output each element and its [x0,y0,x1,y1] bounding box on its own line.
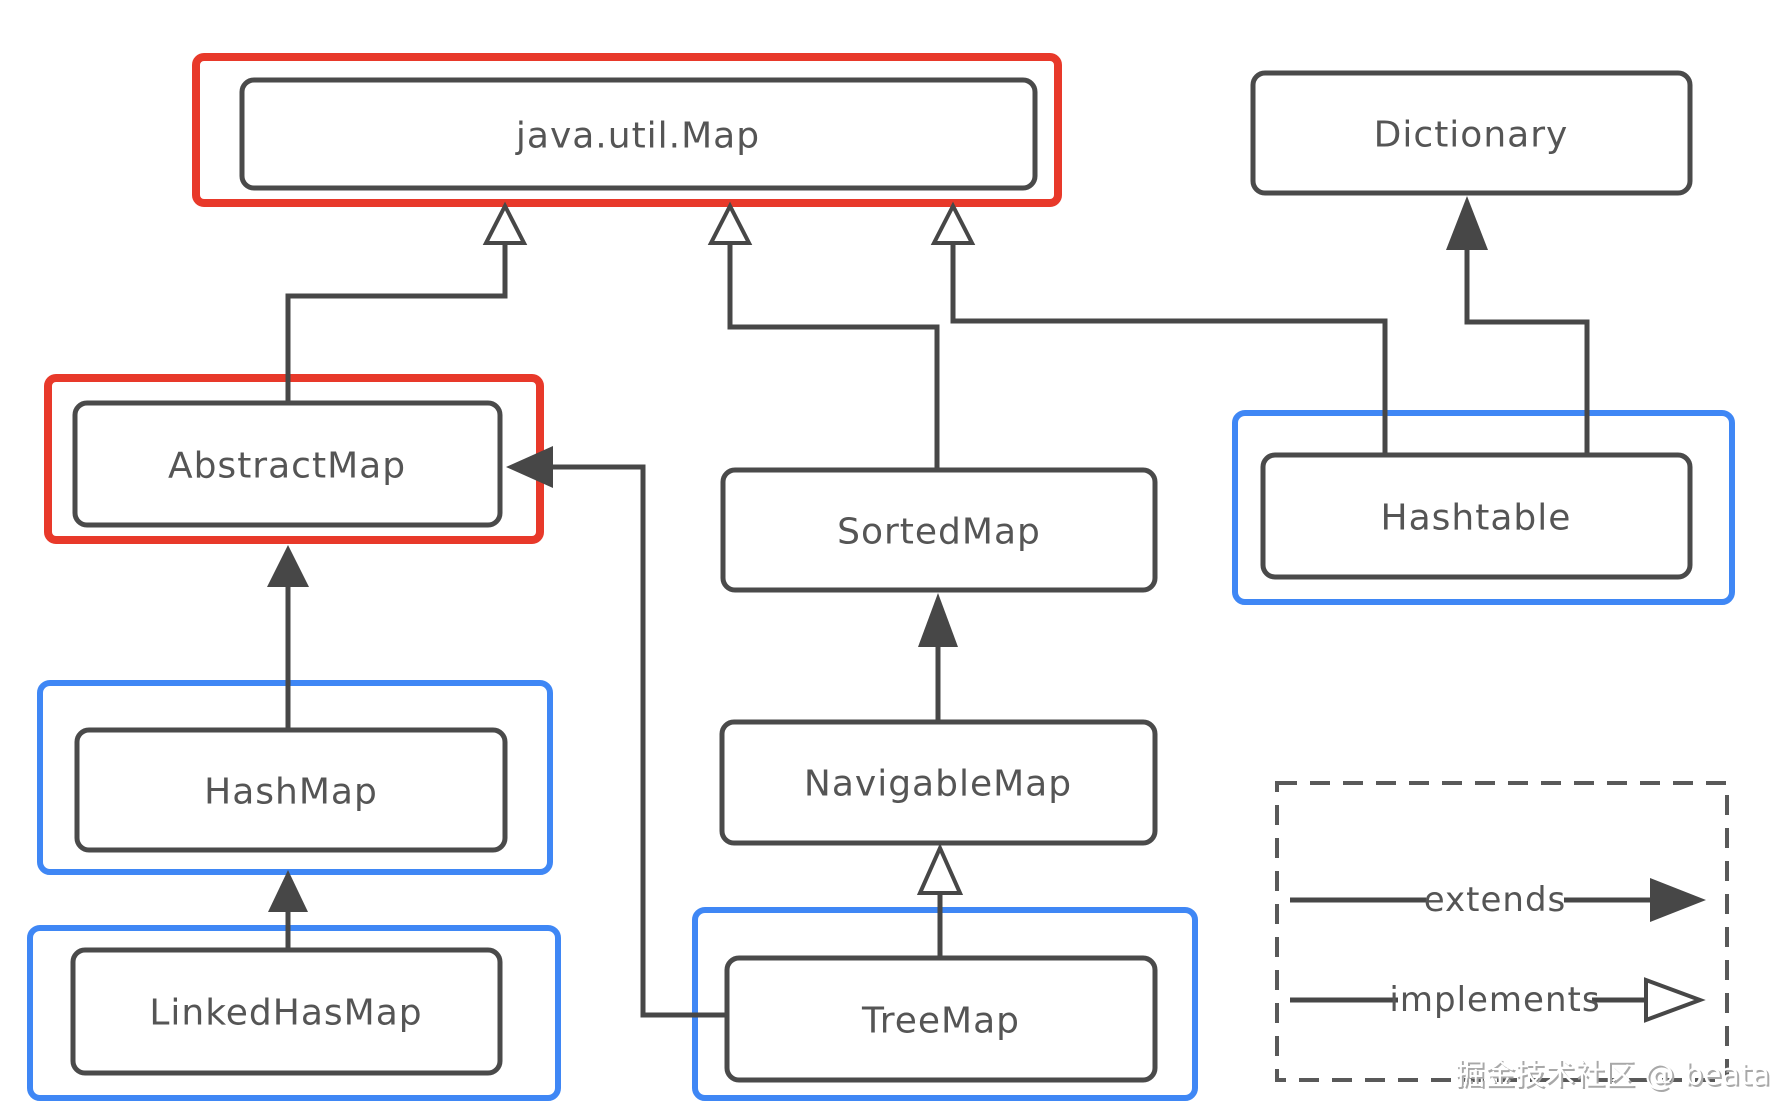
node-label-hashtable: Hashtable [1381,498,1572,539]
legend-extends-label: extends [1424,880,1567,920]
node-box-treemap [724,955,1158,1083]
solid-arrowhead-icon [1650,878,1706,922]
node-label-linkedhasmap: LinkedHasMap [149,993,422,1034]
node-label-abstractmap: AbstractMap [168,446,406,487]
legend-implements-label: implements [1389,980,1600,1020]
legend-border [1275,781,1729,1082]
solid-arrowhead-icon [267,545,309,587]
watermark: 掘金技术社区 @ beata [1455,1058,1770,1093]
node-box-hashmap [74,727,508,853]
hollow-arrowhead-icon [707,201,753,245]
edge-treemap-extends-abstractmap [551,464,727,1018]
node-label-java-util-map: java.util.Map [515,116,760,157]
edge-hashtable-implements-map [950,241,1388,456]
solid-arrowhead-icon [1446,196,1488,250]
hollow-arrowhead-icon [482,201,528,245]
watermark-shadow: 掘金技术社区 @ beata [1457,1060,1772,1095]
edge-sortedmap-implements-map [727,241,940,471]
solid-arrowhead-icon [918,593,958,647]
hollow-arrowhead-icon [916,843,964,895]
node-box-sortedmap [720,467,1158,593]
edge-hashtable-extends-dictionary [1464,248,1590,456]
node-label-sortedmap: SortedMap [837,512,1041,553]
node-label-navigablemap: NavigableMap [804,764,1072,805]
legend: extends implements [1275,781,1729,1082]
node-box-java-util-map [239,77,1038,191]
node-box-hashtable [1260,452,1693,580]
node-box-linkedhasmap [70,947,503,1076]
solid-arrowhead-icon [268,870,308,912]
edge-abstractmap-implements-map [285,241,508,404]
node-box-abstractmap [72,400,503,528]
node-label-hashmap: HashMap [204,772,378,813]
node-label-dictionary: Dictionary [1374,115,1569,156]
node-box-dictionary [1250,70,1693,196]
solid-arrowhead-icon [506,446,553,488]
hollow-arrowhead-icon [1644,977,1706,1023]
node-label-treemap: TreeMap [861,1001,1020,1042]
hollow-arrowhead-icon [930,201,976,245]
node-box-navigablemap [719,719,1158,846]
